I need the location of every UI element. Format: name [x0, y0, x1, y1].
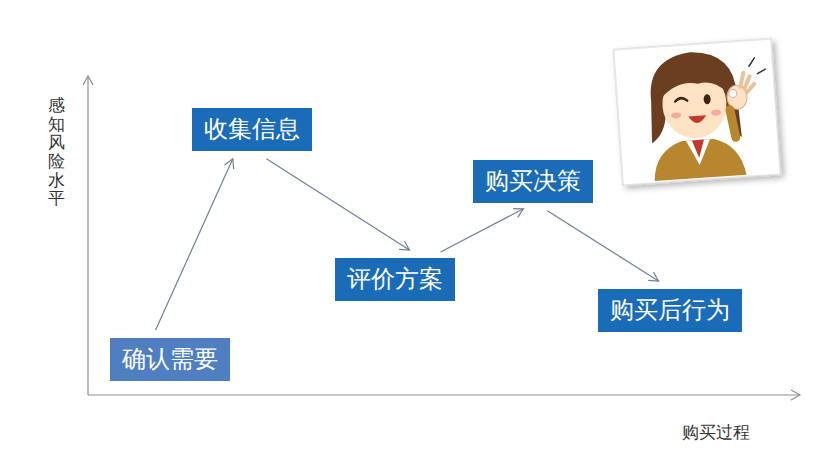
flow-arrow: [441, 209, 524, 252]
y-axis: [87, 76, 88, 395]
process-box: 收集信息: [192, 108, 312, 151]
girl-illustration: [613, 39, 780, 186]
x-axis-label: 购买过程: [682, 421, 750, 444]
step-label: 评价方案: [347, 265, 443, 294]
process-box: 确认需要: [110, 338, 230, 381]
flow-arrow: [547, 211, 658, 281]
step-label: 购买决策: [485, 167, 581, 196]
step-label: 确认需要: [122, 345, 218, 374]
x-axis: [88, 394, 800, 395]
process-box: 购买后行为: [598, 289, 742, 332]
process-box: 评价方案: [335, 258, 455, 301]
y-axis-label: 感知风险水平: [48, 96, 65, 208]
process-box: 购买决策: [473, 160, 593, 203]
flow-arrow: [266, 159, 409, 250]
step-label: 购买后行为: [610, 296, 730, 325]
flow-arrow: [156, 159, 233, 330]
step-label: 收集信息: [204, 115, 300, 144]
